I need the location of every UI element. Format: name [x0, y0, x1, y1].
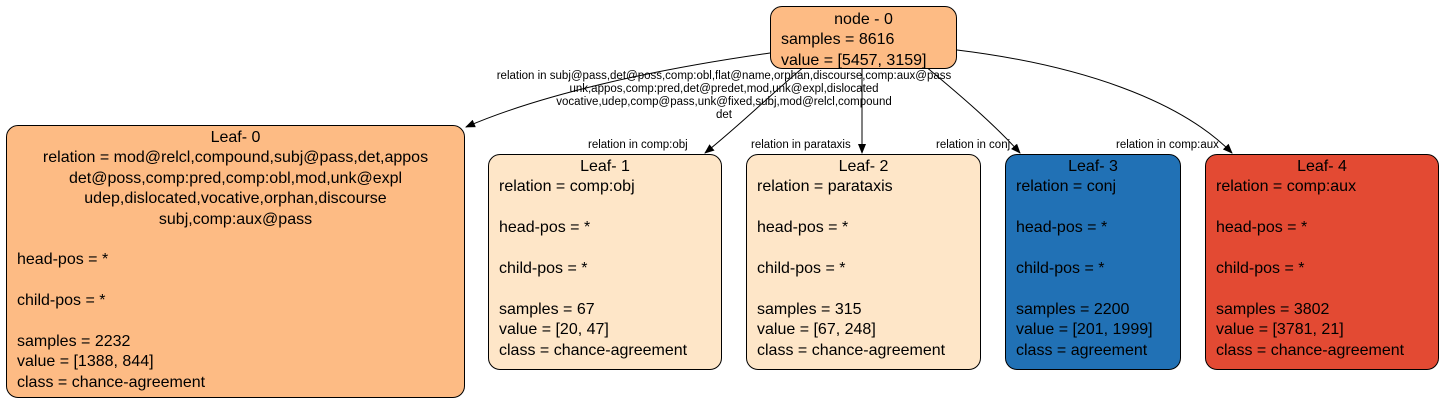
leaf-samples: samples = 2200	[1016, 300, 1130, 318]
edge-label-leaf3: relation in conj	[936, 139, 1011, 151]
leaf-value: value = [201, 1999]	[1016, 321, 1153, 339]
edge-label-leaf1: relation in comp:obj	[588, 139, 688, 151]
spacer	[499, 198, 711, 218]
leaf-head-pos: head-pos = *	[757, 219, 849, 237]
root-node: node - 0 samples = 8616 value = [5457, 3…	[770, 6, 957, 69]
edge-label-leaf2: relation in parataxis	[751, 139, 851, 151]
leaf-class: class = agreement	[1016, 341, 1148, 359]
spacer	[499, 239, 711, 259]
leaf-relation: relation = parataxis	[757, 178, 893, 196]
leaf-child-pos: child-pos = *	[757, 260, 846, 277]
leaf-samples: samples = 3802	[1216, 300, 1330, 318]
leaf-class: class = chance-agreement	[17, 373, 206, 391]
leaf-title: Leaf- 4	[1297, 158, 1347, 175]
leaf-node-4: Leaf- 4 relation = comp:aux head-pos = *…	[1205, 154, 1439, 370]
leaf-value: value = [3781, 21]	[1216, 321, 1344, 339]
leaf-relation-line: udep,dislocated,vocative,orphan,discours…	[84, 190, 387, 208]
leaf-samples: samples = 67	[499, 300, 595, 318]
leaf-node-3: Leaf- 3 relation = conj head-pos = * chi…	[1005, 154, 1181, 370]
edge-label-leaf4: relation in comp:aux	[1116, 139, 1219, 151]
leaf-value: value = [1388, 844]	[17, 353, 154, 371]
leaf-relation-line: relation = mod@relcl,compound,subj@pass,…	[42, 149, 429, 167]
leaf-class: class = chance-agreement	[1216, 341, 1405, 359]
spacer	[17, 230, 454, 250]
leaf-child-pos: child-pos = *	[1016, 260, 1105, 277]
spacer	[1216, 198, 1428, 218]
leaf-title: Leaf- 0	[210, 129, 261, 146]
edge-label-line: unk,appos,comp:pred,det@predet,mod,unk@e…	[569, 83, 879, 95]
leaf-node-2: Leaf- 2 relation = parataxis head-pos = …	[746, 154, 981, 370]
leaf-head-pos: head-pos = *	[17, 251, 109, 269]
root-samples: samples = 8616	[781, 31, 895, 49]
root-value: value = [5457, 3159]	[781, 51, 927, 69]
leaf-head-pos: head-pos = *	[1016, 219, 1108, 237]
leaf-node-1: Leaf- 1 relation = comp:obj head-pos = *…	[488, 154, 722, 370]
leaf-relation: relation = conj	[1016, 178, 1117, 196]
spacer	[1216, 239, 1428, 259]
edge-root-leaf3	[924, 65, 1021, 154]
leaf-samples: samples = 2232	[17, 333, 131, 351]
root-title: node - 0	[834, 11, 893, 28]
edge-root-leaf0	[465, 52, 771, 128]
spacer	[1216, 279, 1428, 299]
leaf-relation-line: det@poss,comp:pred,comp:obl,mod,unk@expl	[68, 169, 403, 187]
leaf-child-pos: child-pos = *	[1216, 260, 1305, 277]
spacer	[1016, 239, 1170, 259]
leaf-class: class = chance-agreement	[499, 341, 688, 359]
edge-root-leaf4	[956, 49, 1233, 154]
spacer	[499, 279, 711, 299]
leaf-relation-line: subj,comp:aux@pass	[158, 210, 313, 228]
leaf-title: Leaf- 2	[838, 158, 889, 175]
leaf-head-pos: head-pos = *	[1216, 219, 1308, 237]
edge-label-line: vocative,udep,comp@pass,unk@fixed,subj,m…	[556, 96, 892, 108]
spacer	[17, 312, 454, 332]
leaf-relation: relation = comp:aux	[1216, 178, 1357, 196]
leaf-title: Leaf- 3	[1068, 158, 1118, 175]
spacer	[1016, 198, 1170, 218]
edge-label-root-leaf0: relation in subj@pass,det@poss,comp:obl,…	[464, 70, 984, 122]
leaf-value: value = [20, 47]	[499, 321, 609, 339]
leaf-class: class = chance-agreement	[757, 341, 946, 359]
spacer	[757, 239, 970, 259]
leaf-title: Leaf- 1	[580, 158, 630, 175]
leaf-value: value = [67, 248]	[757, 321, 876, 339]
edge-label-line: det	[716, 109, 732, 121]
spacer	[757, 279, 970, 299]
spacer	[1016, 279, 1170, 299]
leaf-samples: samples = 315	[757, 300, 862, 318]
leaf-child-pos: child-pos = *	[17, 292, 106, 310]
leaf-head-pos: head-pos = *	[499, 219, 591, 237]
spacer	[17, 271, 454, 291]
edge-label-line: relation in subj@pass,det@poss,comp:obl,…	[496, 70, 952, 82]
leaf-node-0: Leaf- 0 relation = mod@relcl,compound,su…	[6, 125, 465, 398]
leaf-relation: relation = comp:obj	[499, 178, 635, 196]
edge-root-leaf1	[704, 65, 806, 154]
spacer	[757, 198, 970, 218]
leaf-child-pos: child-pos = *	[499, 260, 588, 277]
